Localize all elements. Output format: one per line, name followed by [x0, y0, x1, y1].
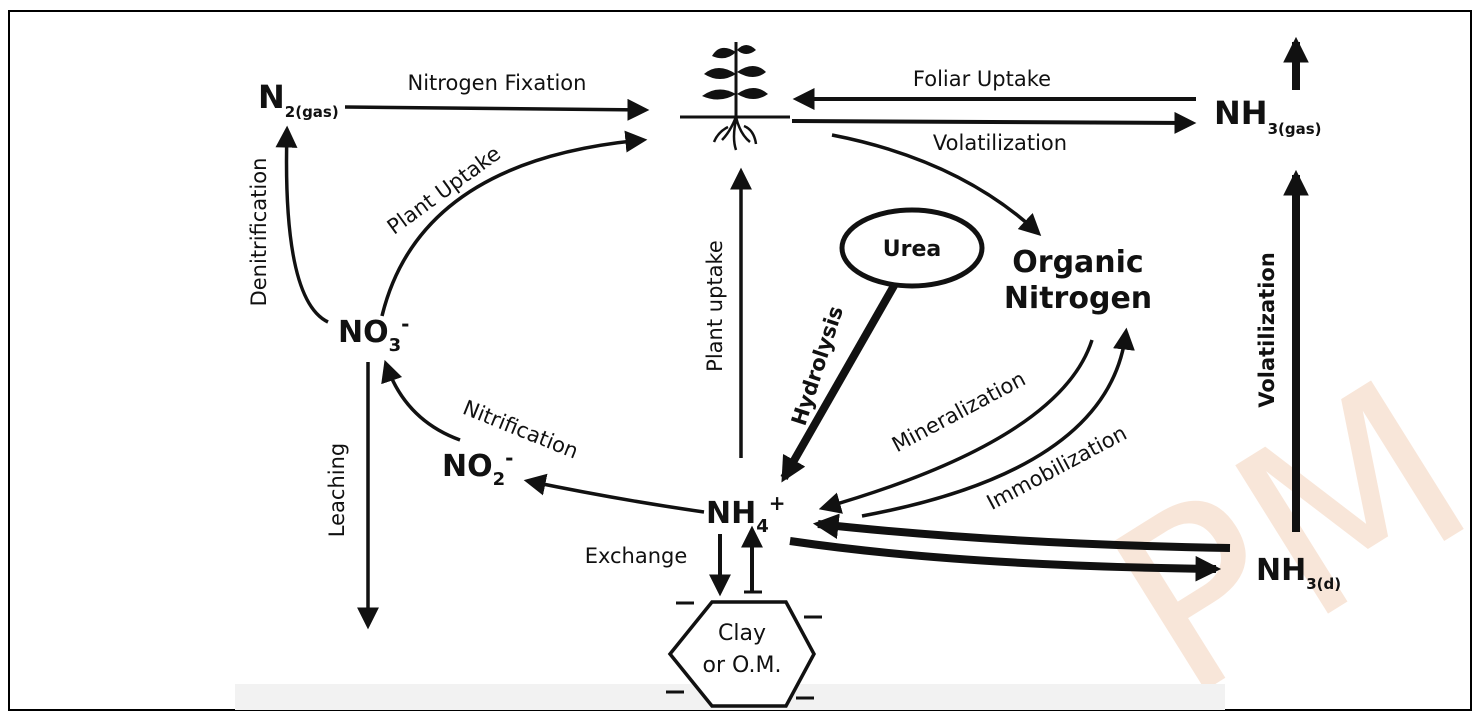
- volatilization-top-label: Volatilization: [933, 131, 1067, 155]
- mineralization-label: Mineralization: [888, 367, 1029, 457]
- plant-to-organic-arrow: [831, 133, 1042, 237]
- nitrogen-fixation-arrow: [344, 98, 650, 121]
- plant-uptake-left-arrow: [380, 130, 648, 317]
- organic-nitrogen-line2: Nitrogen: [1004, 281, 1152, 316]
- nh3d-to-nh4-arrow: [812, 513, 1231, 552]
- nh3-gas-node: NH3(gas): [1214, 94, 1322, 138]
- denitrification-label: Denitrification: [247, 158, 271, 307]
- clay-label-1: Clay: [718, 621, 766, 646]
- nitrification-arrow: [381, 359, 461, 442]
- mineralization-arrow: [818, 339, 1094, 514]
- nh4-to-nh3d-arrow: [789, 537, 1222, 582]
- volatilization-top-arrow: [791, 111, 1197, 134]
- n2-gas-node: N2(gas): [258, 78, 339, 121]
- exchange-label: Exchange: [585, 544, 688, 568]
- hydrolysis-arrow: [780, 282, 899, 483]
- immobilization-arrow: [861, 327, 1135, 518]
- organic-nitrogen-line1: Organic: [1012, 245, 1143, 280]
- leaching-label: Leaching: [325, 443, 349, 537]
- foliar-uptake-label: Foliar Uptake: [913, 67, 1051, 91]
- clay-label-2: or O.M.: [703, 653, 782, 678]
- volatilization-right-label: Volatilization: [1255, 252, 1279, 408]
- plant-uptake-left-label: Plant Uptake: [383, 141, 505, 239]
- nitrogen-fixation-label: Nitrogen Fixation: [408, 71, 587, 95]
- nh4-node: NH4+: [706, 491, 786, 537]
- plant-icon: [680, 42, 790, 151]
- denitrification-arrow: [275, 125, 329, 324]
- plant-uptake-center-label: Plant uptake: [703, 240, 727, 372]
- hydrolysis-label: Hydrolysis: [787, 303, 848, 429]
- urea-ellipse: [839, 207, 985, 289]
- no3-node: NO3-: [338, 312, 409, 356]
- nh4-to-no2-arrow: [523, 473, 705, 514]
- no2-node: NO2-: [442, 446, 513, 490]
- nh3-dissolved-node: NH3(d): [1256, 553, 1341, 593]
- clay-hexagon: [667, 600, 816, 708]
- urea-label: Urea: [883, 237, 941, 262]
